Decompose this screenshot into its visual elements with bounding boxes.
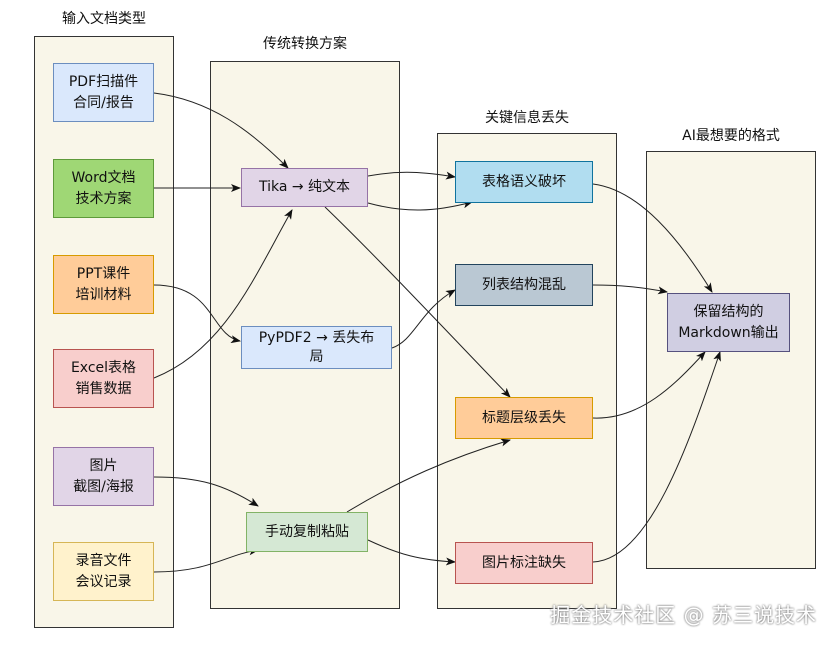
lane-title-loss: 关键信息丢失 xyxy=(485,110,569,126)
converter-tika-line1: Tika → 纯文本 xyxy=(258,179,351,195)
lane-loss xyxy=(437,133,617,609)
edge-table-markdown xyxy=(592,183,713,293)
watermark: 掘金技术社区 @ 苏三说技术 xyxy=(550,603,817,627)
edge-audio-manual xyxy=(153,547,259,573)
loss-list-node: 列表结构混乱 xyxy=(455,264,593,306)
loss-image-line1: 图片标注缺失 xyxy=(482,554,566,571)
lane-ideal xyxy=(646,151,816,569)
input-ppt-line1: PPT课件 xyxy=(76,265,131,282)
converter-pypdf-line2: 局 xyxy=(309,348,324,365)
converter-manual-node: 手动复制粘贴 xyxy=(246,512,368,552)
input-pdf-line2: 合同/报告 xyxy=(73,94,134,111)
lane-title-input: 输入文档类型 xyxy=(62,11,146,27)
edge-list-markdown xyxy=(592,284,668,295)
edge-excel-tika xyxy=(153,209,293,379)
input-image-node: 图片 截图/海报 xyxy=(53,447,154,506)
converter-pypdf-line1: PyPDF2 → 丢失布 xyxy=(258,329,375,346)
edge-pypdf-list xyxy=(391,289,456,349)
input-excel-line2: 销售数据 xyxy=(75,380,132,397)
edge-image-manual xyxy=(153,476,259,507)
input-excel-node: Excel表格 销售数据 xyxy=(53,349,154,408)
loss-heading-line1: 标题层级丢失 xyxy=(482,409,566,426)
loss-heading-node: 标题层级丢失 xyxy=(455,397,593,439)
edge-ppt-pypdf xyxy=(153,284,241,344)
lane-title-convert: 传统转换方案 xyxy=(263,36,347,52)
input-ppt-node: PPT课件 培训材料 xyxy=(53,255,154,314)
input-word-line1: Word文档 xyxy=(71,169,136,186)
input-pdf-node: PDF扫描件 合同/报告 xyxy=(53,63,154,122)
edge-imagelabel-markdown xyxy=(592,351,721,563)
edge-tika-table-2 xyxy=(367,200,473,211)
edge-heading-markdown xyxy=(592,351,706,419)
edge-tika-table-1 xyxy=(367,171,456,180)
edge-manual-heading xyxy=(346,438,511,513)
input-audio-node: 录音文件 会议记录 xyxy=(53,542,154,601)
edge-tika-heading xyxy=(324,206,511,398)
lane-title-ideal: AI最想要的格式 xyxy=(682,128,780,144)
loss-table-node: 表格语义破坏 xyxy=(455,161,593,203)
input-excel-line1: Excel表格 xyxy=(70,359,137,376)
loss-table-line1: 表格语义破坏 xyxy=(482,173,566,190)
input-pdf-line1: PDF扫描件 xyxy=(68,73,139,90)
input-image-line2: 截图/海报 xyxy=(73,478,134,495)
ideal-markdown-line1: 保留结构的 xyxy=(693,303,764,320)
input-audio-line1: 录音文件 xyxy=(75,552,132,569)
lane-input xyxy=(34,36,174,628)
input-word-line2: 技术方案 xyxy=(75,190,132,207)
input-word-node: Word文档 技术方案 xyxy=(53,159,154,218)
ideal-markdown-node: 保留结构的 Markdown输出 xyxy=(667,293,790,352)
converter-pypdf-node: PyPDF2 → 丢失布 局 xyxy=(241,326,392,369)
input-image-line1: 图片 xyxy=(89,457,118,474)
loss-image-node: 图片标注缺失 xyxy=(455,542,593,584)
loss-list-line1: 列表结构混乱 xyxy=(482,276,566,293)
converter-manual-line1: 手动复制粘贴 xyxy=(265,523,349,540)
input-audio-line2: 会议记录 xyxy=(75,573,132,590)
ideal-markdown-line2: Markdown输出 xyxy=(678,324,779,341)
input-ppt-line2: 培训材料 xyxy=(75,286,132,303)
edge-pdf-tika xyxy=(153,92,289,169)
edge-manual-imagelabel xyxy=(367,539,456,566)
converter-tika-node: Tika → 纯文本 xyxy=(241,168,368,207)
